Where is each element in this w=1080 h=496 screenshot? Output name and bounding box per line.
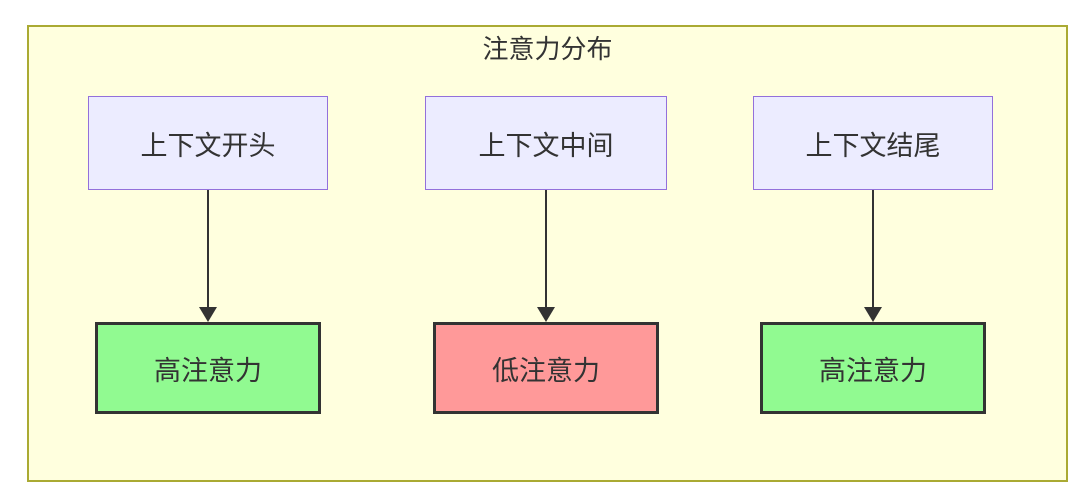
column-context-start: 上下文开头 高注意力 xyxy=(88,96,328,414)
target-node-high-attention-1: 高注意力 xyxy=(95,322,321,414)
arrow-line xyxy=(207,190,209,307)
column-context-middle: 上下文中间 低注意力 xyxy=(425,96,667,414)
target-node-label: 高注意力 xyxy=(819,355,927,386)
arrow-context-end xyxy=(864,190,882,322)
target-node-low-attention: 低注意力 xyxy=(433,322,659,414)
attention-distribution-cluster: 注意力分布 上下文开头 高注意力 上下文中间 低注意力 xyxy=(27,25,1068,482)
arrow-line xyxy=(545,190,547,307)
cluster-title: 注意力分布 xyxy=(482,34,613,64)
target-node-high-attention-2: 高注意力 xyxy=(760,322,986,414)
source-node-label: 上下文开头 xyxy=(140,130,276,161)
target-node-label: 低注意力 xyxy=(492,355,600,386)
source-node-context-middle: 上下文中间 xyxy=(425,96,667,190)
column-context-end: 上下文结尾 高注意力 xyxy=(753,96,993,414)
arrowhead-down-icon xyxy=(199,307,217,322)
arrow-line xyxy=(872,190,874,307)
source-node-context-end: 上下文结尾 xyxy=(753,96,993,190)
arrowhead-down-icon xyxy=(537,307,555,322)
source-node-context-start: 上下文开头 xyxy=(88,96,328,190)
arrowhead-down-icon xyxy=(864,307,882,322)
arrow-context-middle xyxy=(537,190,555,322)
source-node-label: 上下文中间 xyxy=(478,130,614,161)
source-node-label: 上下文结尾 xyxy=(805,130,941,161)
target-node-label: 高注意力 xyxy=(154,355,262,386)
arrow-context-start xyxy=(199,190,217,322)
